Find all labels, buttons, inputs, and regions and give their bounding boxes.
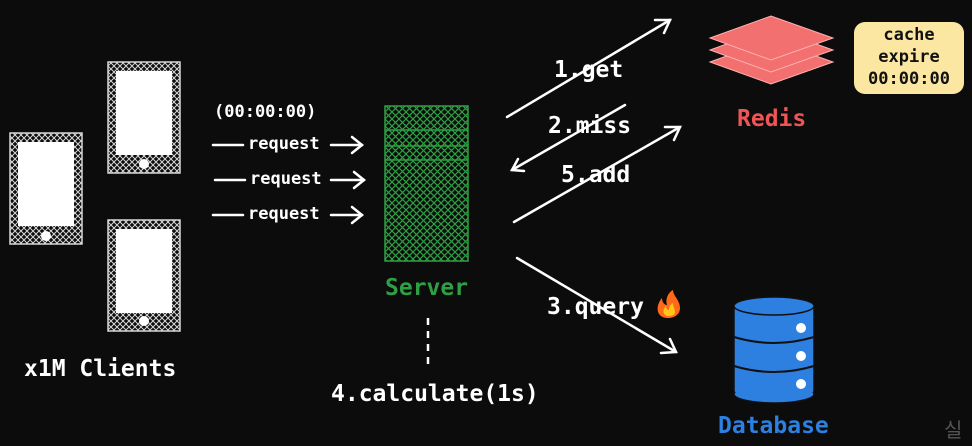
redis-label: Redis <box>737 106 807 132</box>
request-arrows <box>211 135 367 225</box>
step-get-label: 1.get <box>554 57 624 83</box>
server-label: Server <box>385 275 469 301</box>
smartphone-icon <box>9 132 83 245</box>
request-timestamp: (00:00:00) <box>214 102 317 122</box>
flow-arrows <box>505 18 682 355</box>
database-label: Database <box>718 413 829 439</box>
smartphone-icon <box>107 219 181 332</box>
step-miss-label: 2.miss <box>548 113 632 139</box>
layers-icon <box>708 15 835 85</box>
request-label: request <box>250 169 322 189</box>
watermark: 실 <box>944 418 963 442</box>
cache-line: cache <box>883 25 935 45</box>
smartphone-icon <box>107 61 181 174</box>
fire-icon <box>657 290 680 318</box>
cache-expire-badge: cache expire 00:00:00 <box>854 22 964 94</box>
server-icon <box>384 105 469 262</box>
cache-line: expire <box>878 47 940 67</box>
step-calculate-label: 4.calculate(1s) <box>331 381 539 407</box>
database-icon <box>733 296 815 404</box>
clients-label: x1M Clients <box>24 356 177 382</box>
request-label: request <box>248 204 320 224</box>
request-label: request <box>248 134 320 154</box>
step-query-label: 3.query <box>547 294 644 320</box>
step-add-label: 5.add <box>561 162 631 188</box>
cache-expire-time: 00:00:00 <box>868 69 950 89</box>
